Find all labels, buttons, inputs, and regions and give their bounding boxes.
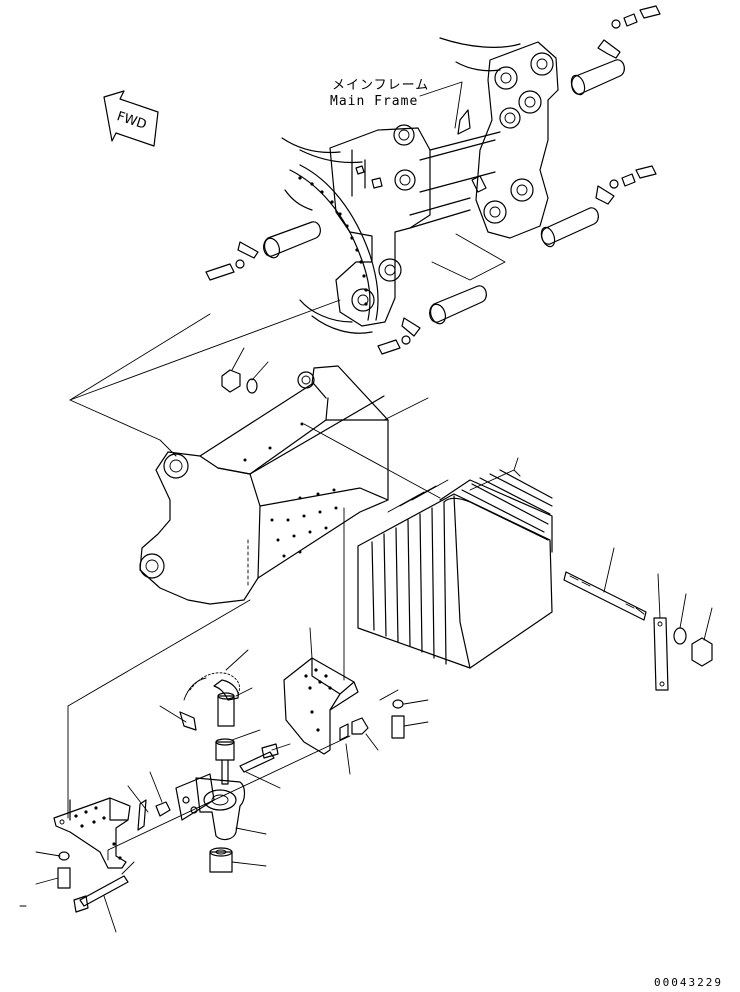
plate-strap xyxy=(653,573,669,691)
bushing xyxy=(209,847,267,873)
lock-pin xyxy=(215,729,291,789)
mount-plate-left xyxy=(53,797,131,869)
nut-washer-top xyxy=(221,347,269,394)
main-frame xyxy=(281,37,559,334)
fwd-arrow-icon: FWD xyxy=(103,90,159,147)
callout-lines-frame xyxy=(431,233,506,281)
bolt-washer-right xyxy=(339,699,429,775)
stud-bolt xyxy=(563,547,647,621)
pin-assembly-upper-right xyxy=(570,5,661,96)
washer-nut-right xyxy=(673,593,713,667)
counterweight-bracket xyxy=(139,365,389,605)
mount-plate-right xyxy=(283,627,359,755)
main-frame-jp-label: メインフレーム xyxy=(332,78,429,93)
bolts-left xyxy=(19,851,135,933)
lock-bracket xyxy=(175,773,267,841)
small-nut-left xyxy=(127,771,171,831)
main-frame-leader xyxy=(419,81,463,129)
pin-assembly-lower xyxy=(377,285,487,355)
fwd-label: FWD xyxy=(115,109,148,133)
lock-chain xyxy=(159,649,253,731)
leader-lines xyxy=(67,299,441,861)
drawing-code: 00043229 xyxy=(654,976,723,989)
main-frame-en-label: Main Frame xyxy=(330,94,418,109)
pin-assembly-left xyxy=(205,221,321,281)
pin-assembly-right xyxy=(540,165,657,248)
counterweight-slabs xyxy=(357,457,553,669)
